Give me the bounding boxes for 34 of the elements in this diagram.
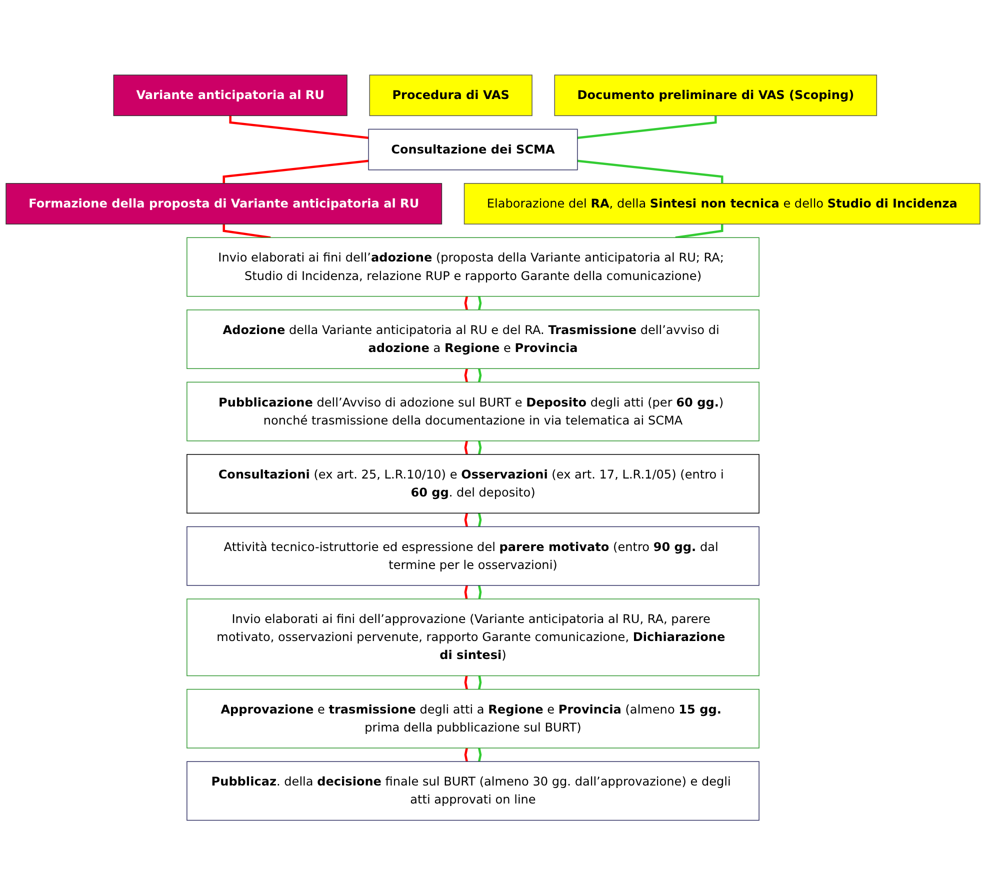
node-box: Invio elaborati ai fini dell’adozione (proposta della Variante anticipatoria al RU; RA; Studio di Incidenza, relazione RUP e rapporto Garante della comunicazione) bbox=[186, 237, 760, 297]
node-box: Elaborazione del RA, della Sintesi non tecnica e dello Studio di Incidenza bbox=[464, 182, 980, 224]
connector bbox=[229, 116, 369, 139]
node-box: Pubblicazione dell’Avviso di adozione sul BURT e Deposito degli atti (per 60 gg.) nonché trasmissione della documentazione in via telematica ai SCMA bbox=[186, 382, 760, 442]
connector bbox=[222, 160, 369, 184]
node-box: Attività tecnico-istruttorie ed espressione del parere motivato (entro 90 gg. dal termine per le osservazioni) bbox=[186, 526, 760, 586]
connector bbox=[577, 116, 717, 139]
connector bbox=[478, 512, 482, 527]
connector bbox=[464, 440, 468, 454]
connector bbox=[675, 224, 724, 239]
connector bbox=[478, 675, 482, 690]
connector bbox=[478, 748, 482, 762]
node-box: Variante anticipatoria al RU bbox=[113, 74, 348, 116]
connector bbox=[464, 368, 468, 382]
node-box: Pubblicaz. della decisione finale sul BURT (almeno 30 gg. dall’approvazione) e degli atti approvati on line bbox=[186, 761, 760, 821]
connector bbox=[464, 585, 468, 599]
node-box: Consultazione dei SCMA bbox=[368, 128, 578, 170]
node-box: Consultazioni (ex art. 25, L.R.10/10) e Osservazioni (ex art. 17, L.R.1/05) (entro i 60 gg. del deposito) bbox=[186, 454, 760, 514]
node-box: Invio elaborati ai fini dell’approvazione (Variante anticipatoria al RU, RA, parere motivato, osservazioni pervenute, rapporto Garante comunicazione, Dichiarazione di sintesi) bbox=[186, 598, 760, 676]
connector bbox=[464, 748, 468, 762]
connector bbox=[464, 675, 468, 690]
node-box: Procedura di VAS bbox=[369, 74, 532, 116]
connector bbox=[222, 224, 271, 239]
connector bbox=[478, 585, 482, 599]
connector bbox=[464, 296, 468, 310]
connector bbox=[478, 368, 482, 382]
connector bbox=[577, 160, 724, 184]
node-box: Adozione della Variante anticipatoria al RU e del RA. Trasmissione dell’avviso di adozione a Regione e Provincia bbox=[186, 309, 760, 369]
connector bbox=[464, 512, 468, 527]
connector bbox=[478, 296, 482, 310]
node-box: Documento preliminare di VAS (Scoping) bbox=[554, 74, 878, 116]
node-box: Approvazione e trasmissione degli atti a Regione e Provincia (almeno 15 gg. prima della pubblicazione sul BURT) bbox=[186, 688, 760, 748]
connector bbox=[478, 440, 482, 454]
node-box: Formazione della proposta di Variante anticipatoria al RU bbox=[6, 182, 442, 224]
